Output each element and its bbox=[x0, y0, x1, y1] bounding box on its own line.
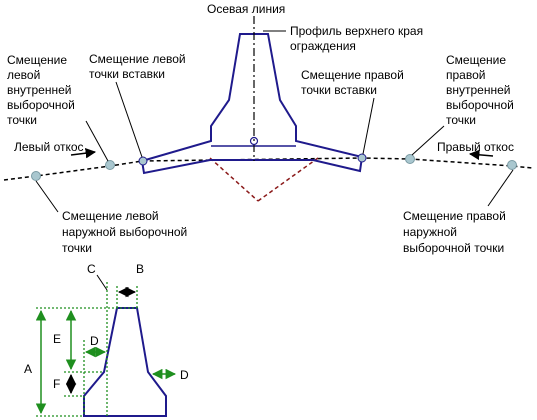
left-insert-point bbox=[138, 156, 148, 166]
right-insert-label: Смещение правой точки вставки bbox=[301, 68, 407, 97]
left-inner-label: Смещение левой внутренней выборочной точ… bbox=[7, 53, 78, 127]
barrier-detail-profile bbox=[83, 307, 167, 417]
right-inner-point bbox=[405, 154, 415, 164]
dim-d-inner-label: D bbox=[90, 334, 99, 348]
right-inner-leader bbox=[411, 125, 445, 156]
right-outer-label: Смещение правой наружной выборочной точк… bbox=[403, 209, 509, 255]
subgrade-left-line bbox=[209, 157, 259, 202]
top-profile-label: Профиль верхнего края ограждения bbox=[290, 24, 426, 53]
dim-c-leader bbox=[96, 274, 108, 291]
dim-a-label: A bbox=[24, 362, 32, 376]
dim-c-label: C bbox=[87, 262, 96, 276]
right-inner-label: Смещение правой внутренней выборочной то… bbox=[446, 53, 517, 127]
cross-section-labels: Осевая линия Профиль верхнего края ограж… bbox=[7, 2, 517, 255]
left-inner-point bbox=[105, 160, 115, 170]
right-outer-leader bbox=[487, 169, 514, 207]
left-outer-point bbox=[31, 171, 41, 181]
subgrade-right-line bbox=[257, 157, 319, 202]
right-insert-point bbox=[357, 153, 367, 163]
centerline-label: Осевая линия bbox=[207, 2, 285, 16]
right-outer-point bbox=[507, 160, 517, 170]
left-insert-label: Смещение левой точки вставки bbox=[89, 52, 189, 81]
dim-e-label: E bbox=[53, 332, 61, 346]
barrier-detail: A B C D D E F bbox=[24, 262, 189, 417]
left-outer-leader bbox=[35, 180, 59, 213]
dim-b-label: B bbox=[136, 262, 144, 276]
left-slope-label: Левый откос bbox=[14, 140, 84, 154]
dim-f-label: F bbox=[53, 377, 60, 391]
ground-line bbox=[3, 157, 533, 181]
right-insert-leader bbox=[362, 97, 375, 155]
left-slope-arrow bbox=[70, 147, 97, 159]
centerline-point bbox=[249, 136, 259, 146]
left-inner-leader bbox=[85, 120, 109, 162]
left-outer-label: Смещение левой наружной выборочной точки bbox=[62, 209, 191, 255]
left-insert-leader bbox=[115, 81, 143, 158]
dim-d-outer-label: D bbox=[180, 368, 189, 382]
cross-section bbox=[3, 16, 533, 213]
right-slope-label: Правый откос bbox=[437, 140, 514, 154]
right-slope-arrow bbox=[468, 149, 494, 161]
barrier-profile bbox=[140, 33, 364, 175]
